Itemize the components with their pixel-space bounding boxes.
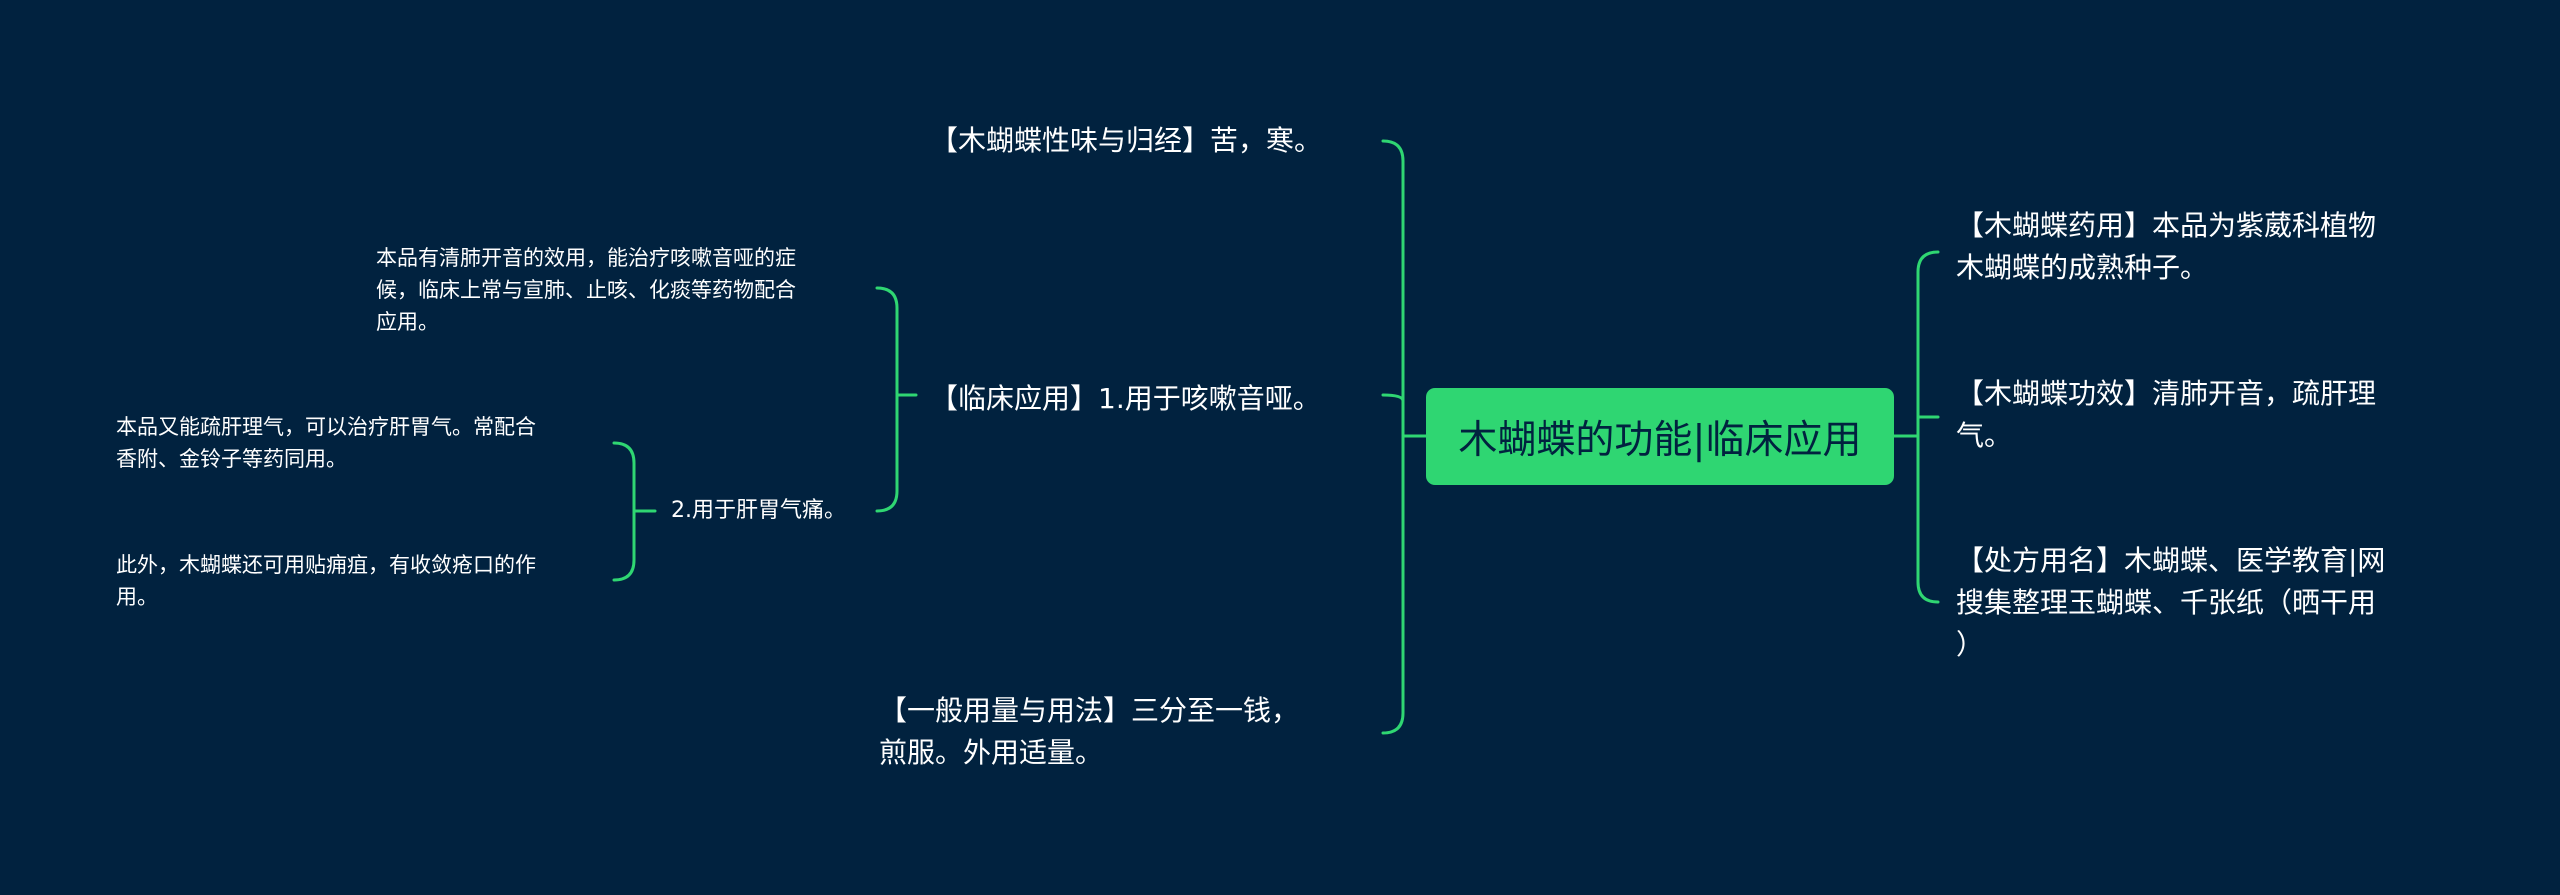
branch-efficacy[interactable]: 【木蝴蝶功效】清肺开音，疏肝理 气。	[1956, 373, 2376, 457]
central-topic-label: 木蝴蝶的功能|临床应用	[1458, 417, 1862, 463]
detail-line: 应用。	[376, 310, 439, 334]
branch-prescription-names[interactable]: 【处方用名】木蝴蝶、医学教育|网 搜集整理玉蝴蝶、千张纸（晒干用 ）	[1956, 540, 2385, 666]
branch-clinical-use[interactable]: 【临床应用】1.用于咳嗽音哑。	[930, 378, 1321, 420]
detail-line: 此外，木蝴蝶还可用贴痈疽，有收敛疮口的作	[116, 553, 536, 577]
connector-sub-bracket	[612, 441, 636, 582]
branch-line: 搜集整理玉蝴蝶、千张纸（晒干用	[1956, 586, 2377, 619]
branch-line: 【木蝴蝶性味与归经】苦，寒。	[930, 124, 1323, 157]
connector-left-bracket	[1381, 139, 1405, 735]
branch-line: 【木蝴蝶功效】清肺开音，疏肝理	[1956, 377, 2377, 410]
branch-line: 【一般用量与用法】三分至一钱，	[879, 694, 1300, 727]
sub-detail-abscess[interactable]: 此外，木蝴蝶还可用贴痈疽，有收敛疮口的作 用。	[116, 549, 536, 613]
detail-line: 本品又能疏肝理气，可以治疗肝胃气。常配合	[116, 415, 536, 439]
branch-line: 【处方用名】木蝴蝶、医学教育|网	[1956, 544, 2386, 577]
sub-label: 2.用于肝胃气痛。	[671, 498, 846, 523]
branch-line: 【临床应用】1.用于咳嗽音哑。	[930, 382, 1321, 415]
branch-line: 煎服。外用适量。	[879, 736, 1104, 769]
connector-clinical-bracket	[875, 286, 899, 513]
branch-nature-meridian[interactable]: 【木蝴蝶性味与归经】苦，寒。	[930, 120, 1322, 162]
detail-line: 香附、金铃子等药同用。	[116, 447, 347, 471]
detail-line: 用。	[116, 585, 158, 609]
connector-right-bracket	[1916, 250, 1940, 604]
branch-line: 气。	[1956, 419, 2013, 452]
clinical-detail-cough[interactable]: 本品有清肺开音的效用，能治疗咳嗽音哑的症 候，临床上常与宣肺、止咳、化痰等药物配…	[376, 242, 796, 338]
clinical-sub-liver-stomach[interactable]: 2.用于肝胃气痛。	[671, 495, 846, 527]
sub-detail-liver-qi[interactable]: 本品又能疏肝理气，可以治疗肝胃气。常配合 香附、金铃子等药同用。	[116, 411, 536, 475]
branch-dosage-usage[interactable]: 【一般用量与用法】三分至一钱， 煎服。外用适量。	[879, 690, 1299, 774]
detail-line: 候，临床上常与宣肺、止咳、化痰等药物配合	[376, 278, 796, 302]
branch-medicinal-use[interactable]: 【木蝴蝶药用】本品为紫葳科植物 木蝴蝶的成熟种子。	[1956, 205, 2376, 289]
branch-line: 木蝴蝶的成熟种子。	[1956, 251, 2209, 284]
branch-line: 【木蝴蝶药用】本品为紫葳科植物	[1956, 209, 2377, 242]
branch-line: ）	[1956, 628, 1985, 661]
central-topic[interactable]: 木蝴蝶的功能|临床应用	[1426, 388, 1894, 485]
connector-left-mid	[1381, 393, 1405, 403]
detail-line: 本品有清肺开音的效用，能治疗咳嗽音哑的症	[376, 246, 796, 270]
